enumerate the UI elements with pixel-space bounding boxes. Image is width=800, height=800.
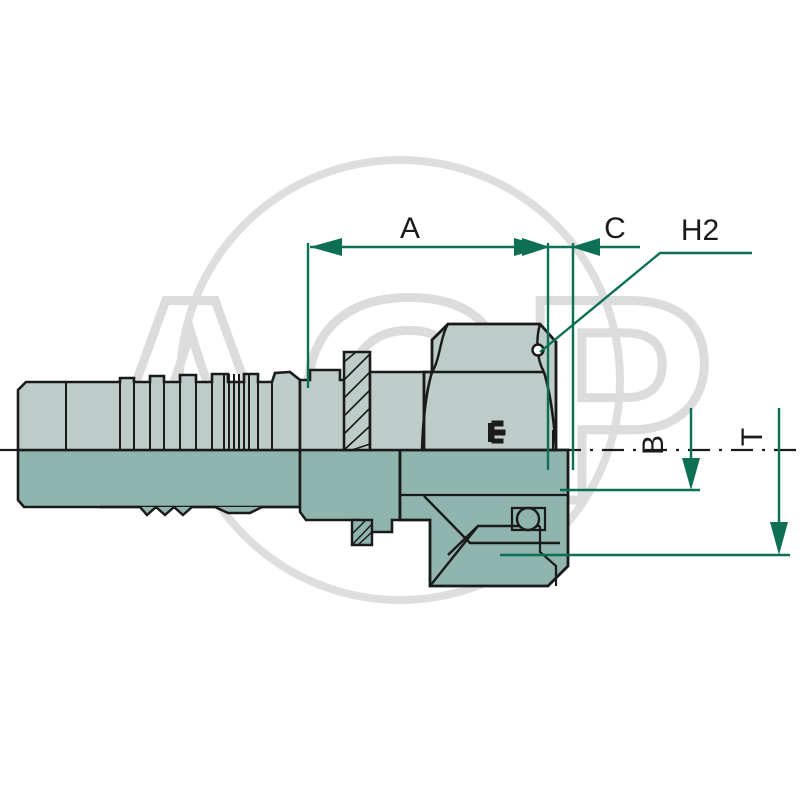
fitting-lower-half bbox=[16, 448, 570, 588]
barb-serration-lower bbox=[100, 505, 300, 517]
dimension-t: T bbox=[500, 408, 790, 557]
nut-lower-body bbox=[398, 448, 570, 588]
hex-lower-curve-right bbox=[542, 371, 558, 451]
nut-lower-step bbox=[538, 526, 558, 586]
dimension-t-arrow bbox=[770, 522, 788, 555]
thread-profile-marking bbox=[488, 420, 506, 444]
hex-lower-curve-left bbox=[420, 371, 434, 451]
dimension-h2: H2 bbox=[539, 214, 752, 353]
nut-lower-cone-a bbox=[423, 495, 560, 545]
o-ring-groove bbox=[510, 506, 547, 532]
collar-lower-hatch-lines bbox=[351, 519, 373, 546]
barb-lower-body bbox=[16, 448, 302, 509]
collar-flange bbox=[342, 350, 372, 452]
dimension-t-label: T bbox=[736, 428, 769, 446]
fitting-upper-half bbox=[16, 322, 558, 452]
dimension-c-arrow-left bbox=[522, 238, 550, 256]
dimension-a-arrow-left bbox=[310, 238, 342, 256]
collar-flange-hatch bbox=[343, 351, 371, 451]
dimension-b-label: B bbox=[637, 435, 670, 455]
barb-rib-lines bbox=[65, 374, 273, 450]
mid-body bbox=[368, 370, 426, 452]
h2-leader-line bbox=[539, 251, 752, 353]
dimension-a-label: A bbox=[400, 212, 420, 245]
fitting-assembly bbox=[16, 322, 570, 588]
nut-lower-cone-c bbox=[429, 525, 479, 587]
dimension-b: B bbox=[560, 408, 700, 492]
o-ring-detail bbox=[515, 506, 541, 532]
dimension-c-label: C bbox=[604, 212, 626, 245]
dimension-b-arrow bbox=[682, 458, 700, 490]
dimension-h2-label: H2 bbox=[681, 214, 719, 247]
dimension-annotations: A C H2 B T bbox=[306, 212, 790, 557]
dimension-c: C bbox=[522, 212, 640, 256]
stem-lower-body bbox=[298, 448, 402, 534]
dimension-c-arrow-right bbox=[571, 238, 600, 256]
hex-facet-left bbox=[430, 323, 450, 373]
